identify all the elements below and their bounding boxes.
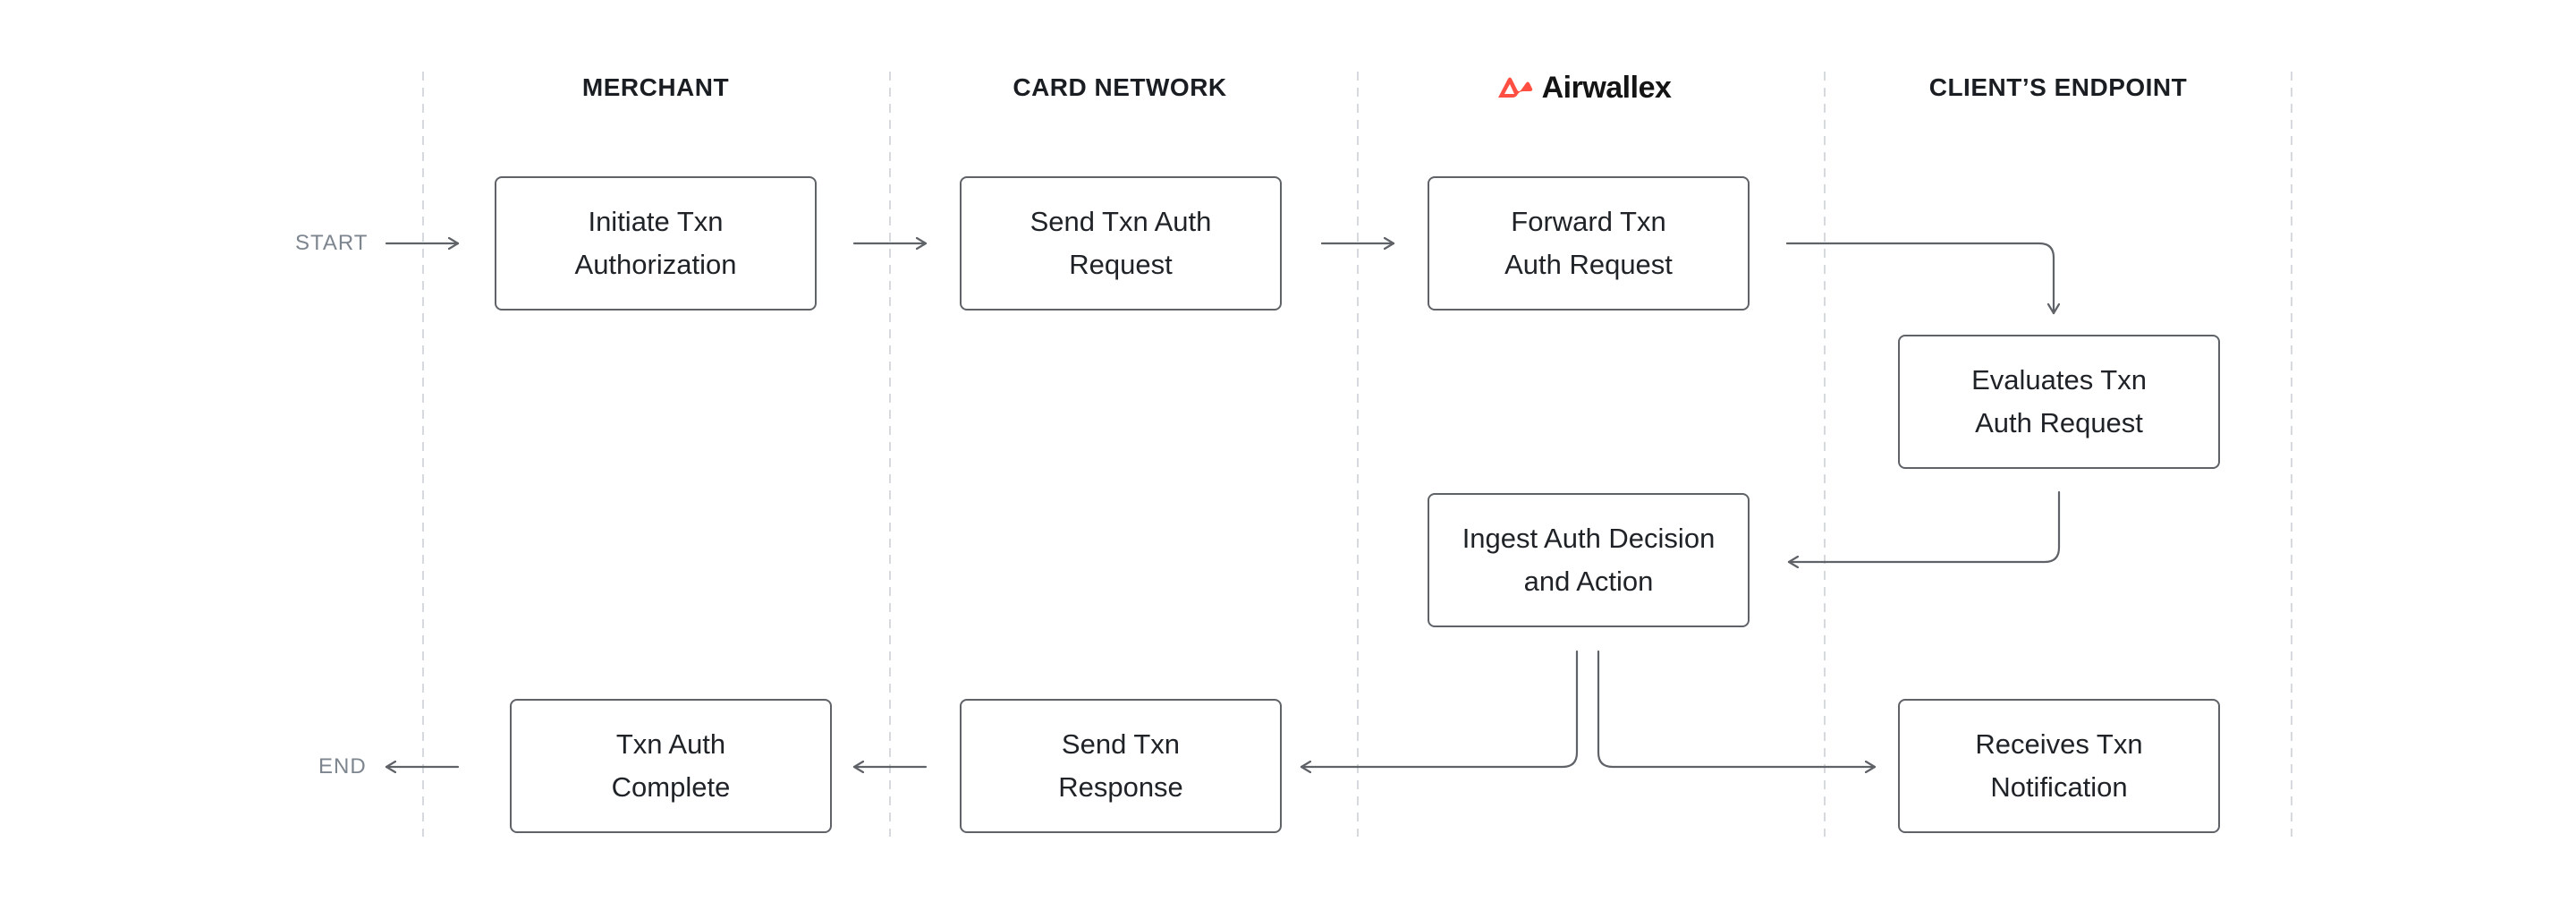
flow-arrows [385, 242, 2061, 767]
lane-header-airwallex: Airwallex [1485, 66, 1682, 109]
airwallex-logo-icon [1497, 77, 1532, 98]
node-label: Ingest Auth Decision and Action [1462, 523, 1716, 597]
lane-header-merchant: MERCHANT [581, 73, 730, 101]
end-label: END [318, 754, 367, 779]
lane-header-card-network: CARD NETWORK [1013, 73, 1227, 101]
node-evaluates-txn-auth-request: Evaluates Txn Auth Request [1898, 335, 2220, 469]
node-initiate-txn-authorization: Initiate Txn Authorization [495, 176, 817, 311]
node-txn-auth-complete: Txn Auth Complete [510, 699, 832, 833]
node-send-txn-response: Send Txn Response [960, 699, 1282, 833]
node-ingest-auth-decision: Ingest Auth Decision and Action [1428, 493, 1750, 627]
airwallex-brand-name: Airwallex [1541, 70, 1672, 105]
arrow-ingest-to-send-response [1300, 650, 1579, 767]
node-label: Send Txn Response [1058, 728, 1183, 803]
node-forward-txn-auth-request: Forward Txn Auth Request [1428, 176, 1750, 311]
lane-header-client-endpoint: CLIENT’S ENDPOINT [1928, 73, 2188, 101]
node-label: Forward Txn Auth Request [1504, 206, 1673, 280]
arrow-forward-to-evaluate [1785, 242, 2054, 315]
node-label: Evaluates Txn Auth Request [1971, 364, 2147, 438]
node-send-txn-auth-request: Send Txn Auth Request [960, 176, 1282, 311]
node-label: Initiate Txn Authorization [574, 206, 737, 280]
arrow-ingest-to-notification [1597, 650, 1877, 767]
node-label: Receives Txn Notification [1975, 728, 2143, 803]
node-receives-txn-notification: Receives Txn Notification [1898, 699, 2220, 833]
node-label: Send Txn Auth Request [1030, 206, 1212, 280]
arrow-evaluate-to-ingest [1787, 490, 2061, 562]
start-label: START [295, 231, 369, 255]
node-label: Txn Auth Complete [611, 728, 731, 803]
